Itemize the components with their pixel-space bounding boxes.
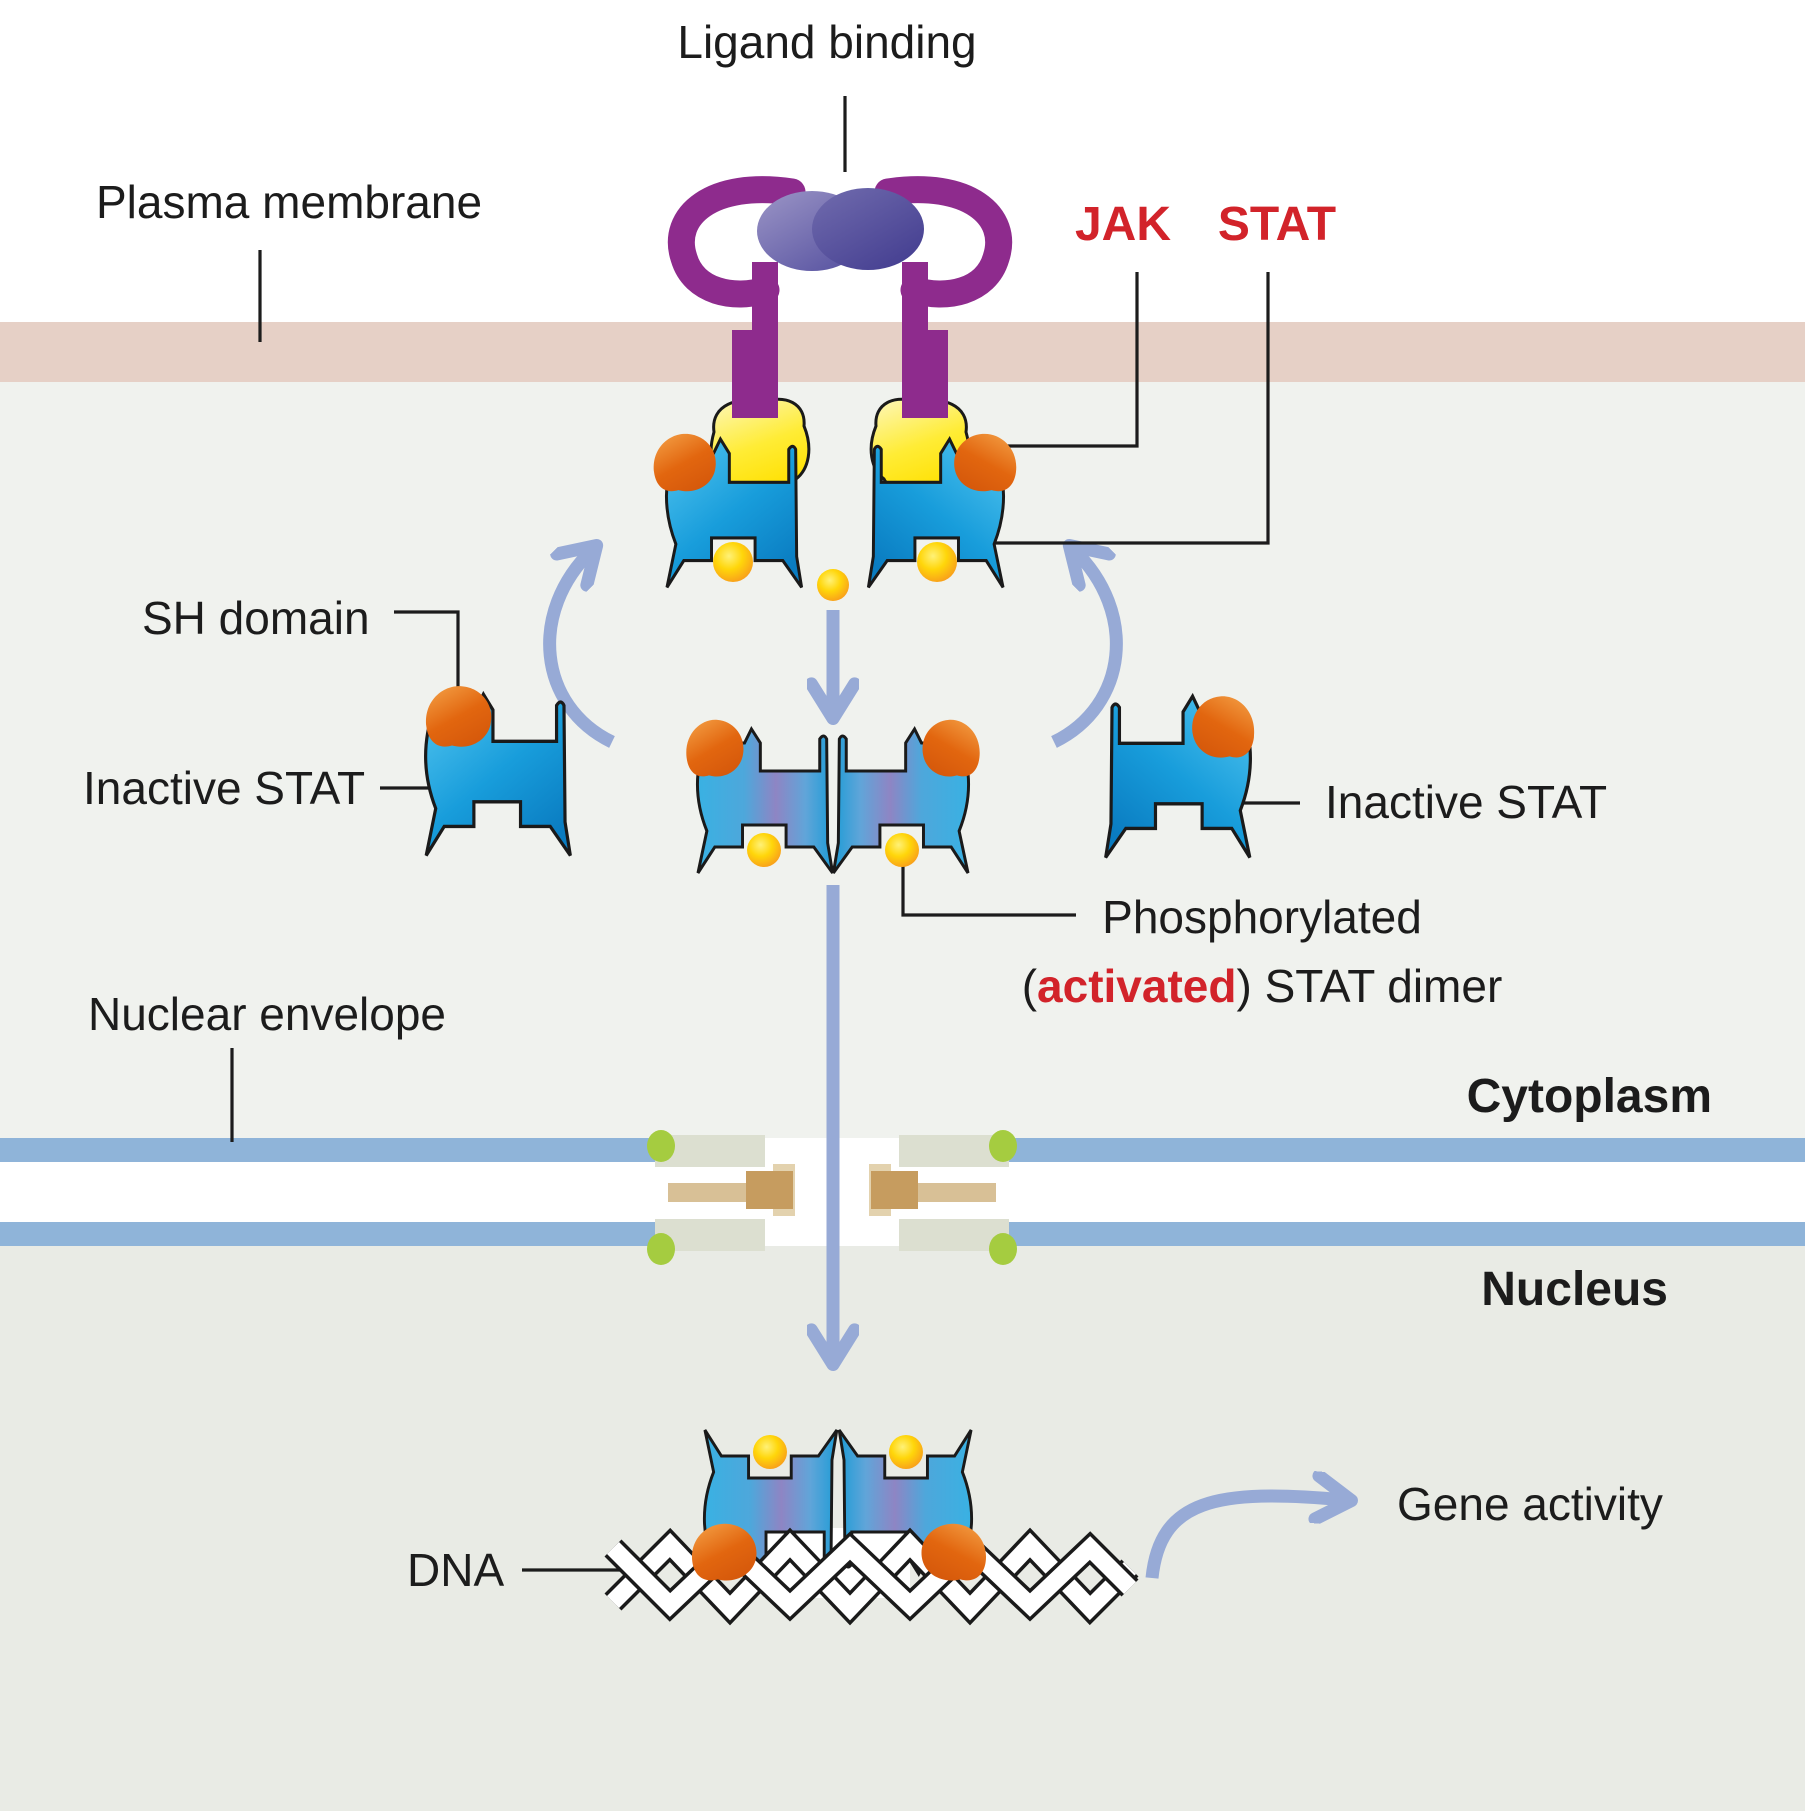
leader-stat: [994, 272, 1270, 545]
gene-activity-arrow: [1145, 1496, 1345, 1579]
pore-basket-hub-left: [746, 1171, 793, 1209]
pathway-arrows: [543, 550, 1345, 1579]
label-dna: DNA: [407, 1544, 504, 1596]
label-nucleus: Nucleus: [1481, 1263, 1668, 1316]
label-ligand-binding: Ligand binding: [677, 16, 976, 68]
receptor-stem-lower-right: [902, 330, 948, 418]
cytokine-receptor: [667, 176, 1013, 308]
receptor-stem-upper-right: [902, 262, 928, 340]
receptor-stem-lower-left: [732, 330, 778, 418]
ligand-subunit-right: [812, 188, 924, 270]
leader-stat-dimer: [901, 858, 1076, 917]
receptor-bound-stats: [653, 433, 1017, 601]
pore-basket-hub-right: [871, 1171, 918, 1209]
receptor-arm-right: [874, 176, 1013, 308]
nuclear-envelope: [0, 1130, 1805, 1265]
phosphate-receptor-left: [713, 542, 753, 582]
label-plasma-membrane: Plasma membrane: [96, 176, 482, 228]
receptor-arm-left: [667, 176, 806, 308]
envelope-inner-membrane-left: [0, 1222, 765, 1246]
envelope-outer-membrane-left: [0, 1138, 765, 1162]
label-gene-activity: Gene activity: [1397, 1478, 1663, 1530]
label-phospho-line2: (activated) STAT dimer: [1022, 960, 1503, 1012]
envelope-outer-membrane-right: [899, 1138, 1805, 1162]
label-phospho-line1: Phosphorylated: [1102, 891, 1422, 943]
pore-ring-particle-top-left: [647, 1130, 675, 1162]
label-stat: STAT: [1218, 198, 1336, 251]
label-inactive-stat-right: Inactive STAT: [1325, 776, 1607, 828]
phospho-paren-open: (: [1022, 960, 1038, 1012]
phosphate-nucleus-left: [753, 1435, 787, 1469]
receptor-stem-upper-left: [752, 262, 778, 340]
phosphate-free: [817, 569, 849, 601]
pore-ring-particle-bottom-left: [647, 1233, 675, 1265]
envelope-inner-membrane-right: [899, 1222, 1805, 1246]
label-sh-domain: SH domain: [142, 592, 370, 644]
phospho-rest: ) STAT dimer: [1236, 960, 1502, 1012]
recruitment-arrow-right: [1051, 550, 1123, 748]
label-cytoplasm: Cytoplasm: [1467, 1070, 1712, 1123]
label-nuclear-envelope: Nuclear envelope: [88, 988, 446, 1040]
phosphate-receptor-right: [917, 542, 957, 582]
phosphate-dimer-left: [747, 833, 781, 867]
phospho-activated: activated: [1037, 960, 1236, 1012]
dna-helix: [604, 1527, 1139, 1626]
label-jak: JAK: [1075, 198, 1171, 251]
recruitment-arrow-left: [543, 550, 615, 748]
pore-ring-particle-top-right: [989, 1130, 1017, 1162]
stat-dimer-cytoplasm: [686, 719, 980, 875]
label-inactive-stat-left: Inactive STAT: [83, 762, 365, 814]
leader-sh-domain: [394, 610, 460, 702]
pore-basket-arm-right: [900, 1183, 996, 1202]
right-margin: [1805, 0, 1811, 1811]
stat-dimer-nucleus: [604, 1428, 1139, 1626]
pore-ring-particle-bottom-right: [989, 1233, 1017, 1265]
pore-basket-arm-left: [668, 1183, 764, 1202]
text-labels: Ligand binding Plasma membrane JAK STAT …: [83, 16, 1712, 1596]
phosphate-nucleus-right: [889, 1435, 923, 1469]
phosphate-dimer-right: [885, 833, 919, 867]
receptor-stems: [732, 262, 948, 418]
nuclear-pore-complex: [647, 1130, 1017, 1265]
